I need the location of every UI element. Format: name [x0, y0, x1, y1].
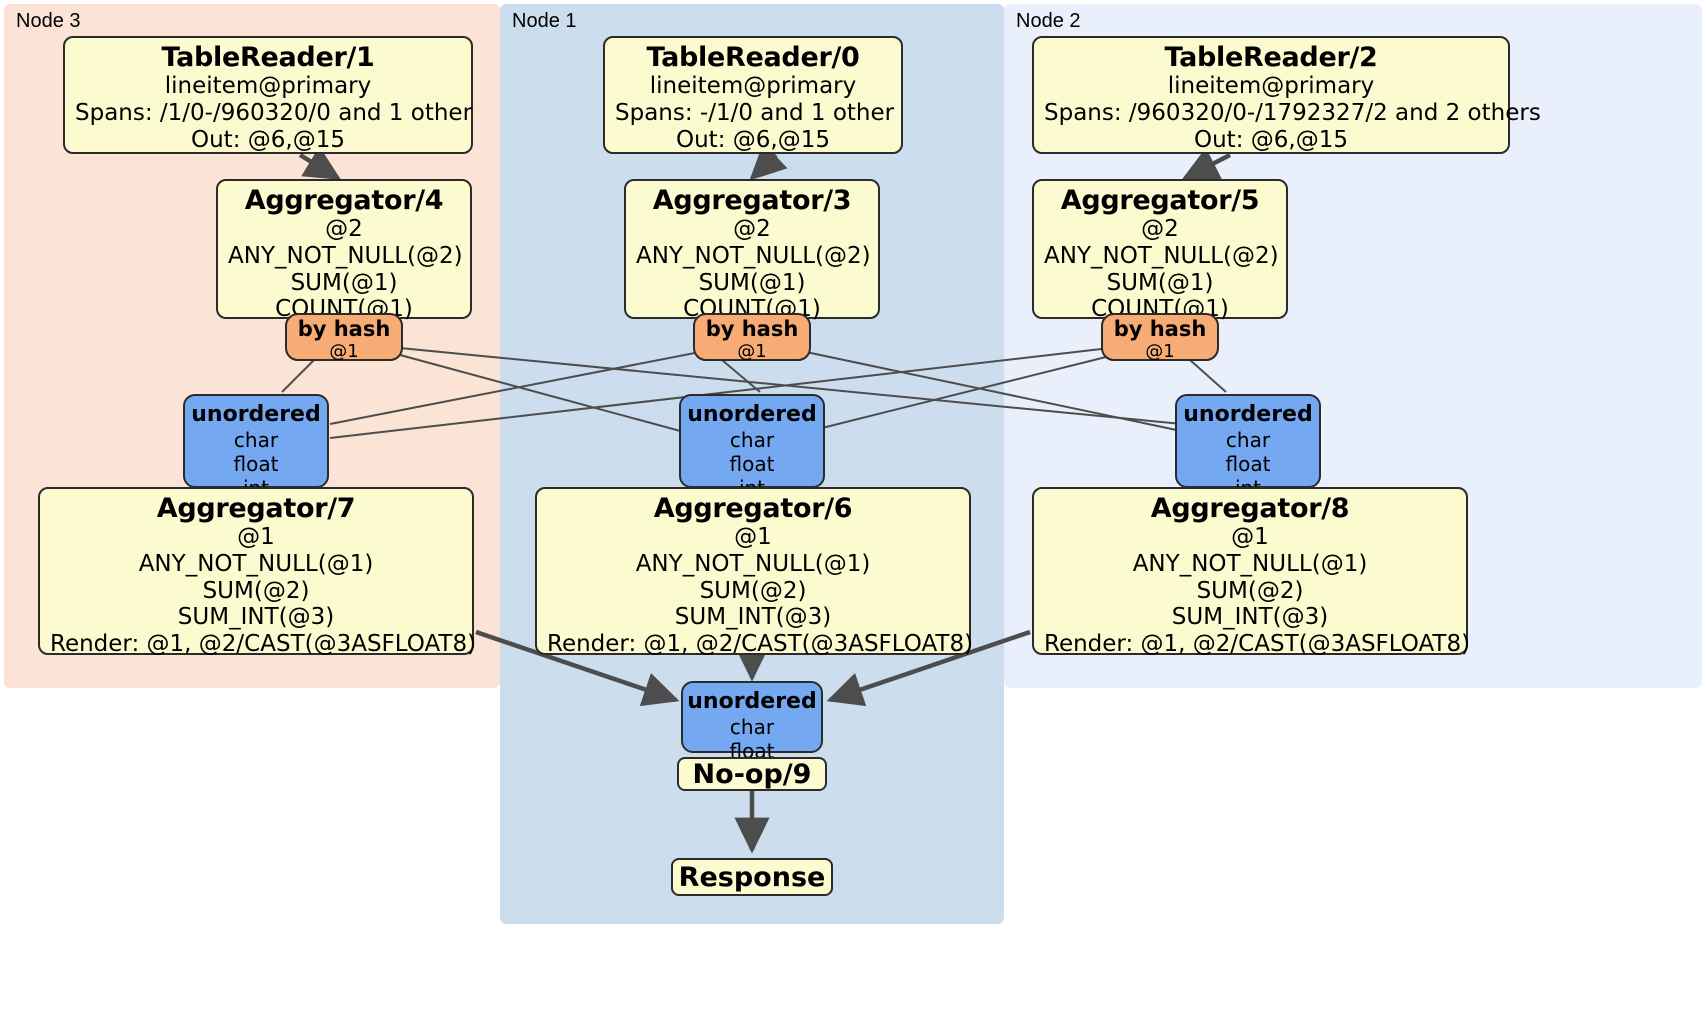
router-column: @1 — [1145, 340, 1175, 362]
processor-line: SUM(@1) — [1106, 269, 1214, 296]
router-title: by hash — [1113, 317, 1207, 341]
panel-node-2-label: Node 2 — [1016, 10, 1081, 32]
processor-line: ANY_NOT_NULL(@2) — [636, 242, 871, 269]
router-title: by hash — [705, 317, 799, 341]
synchronizer-type: char — [729, 715, 775, 740]
processor-line: lineitem@primary — [1167, 73, 1375, 100]
processor-aggregator-5[interactable]: Aggregator/5 @2 ANY_NOT_NULL(@2) SUM(@1)… — [1032, 179, 1288, 322]
processor-response[interactable]: Response — [671, 858, 833, 896]
synchronizer-unordered-middle[interactable]: unordered char float int — [679, 394, 825, 500]
processor-render-line: Render: @1, @2/CAST(@3ASFLOAT8) — [1044, 631, 1471, 657]
processor-line: @2 — [1141, 216, 1179, 243]
processor-aggregator-6[interactable]: Aggregator/6 @1 ANY_NOT_NULL(@1) SUM(@2)… — [535, 487, 974, 657]
synchronizer-unordered-left[interactable]: unordered char float int — [183, 394, 329, 500]
processor-line: ANY_NOT_NULL(@2) — [1044, 242, 1279, 269]
synchronizer-unordered-final[interactable]: unordered char float — [681, 681, 823, 763]
processor-title: TableReader/2 — [1164, 42, 1378, 73]
synchronizer-title: unordered — [687, 689, 817, 714]
processor-title: Aggregator/3 — [652, 185, 852, 216]
processor-line: @2 — [325, 216, 363, 243]
synchronizer-unordered-right[interactable]: unordered char float int — [1175, 394, 1321, 500]
synchronizer-type: float — [729, 452, 775, 477]
processor-title: TableReader/0 — [646, 42, 860, 73]
processor-aggregator-4[interactable]: Aggregator/4 @2 ANY_NOT_NULL(@2) SUM(@1)… — [216, 179, 472, 322]
processor-noop-9[interactable]: No-op/9 — [677, 757, 827, 791]
router-title: by hash — [297, 317, 391, 341]
processor-title: TableReader/1 — [161, 42, 375, 73]
processor-line: @1 — [734, 524, 772, 551]
router-by-hash-middle[interactable]: by hash @1 — [693, 313, 811, 361]
synchronizer-type: float — [233, 452, 279, 477]
synchronizer-title: unordered — [191, 402, 321, 427]
router-column: @1 — [329, 340, 359, 362]
processor-title: Response — [678, 861, 826, 893]
processor-line: Out: @6,@15 — [676, 126, 830, 153]
processor-title: Aggregator/8 — [1150, 493, 1350, 524]
processor-render-line: Render: @1, @2/CAST(@3ASFLOAT8) — [547, 631, 974, 657]
processor-title: Aggregator/5 — [1060, 185, 1260, 216]
processor-table-reader-0[interactable]: TableReader/0 lineitem@primary Spans: -/… — [603, 36, 903, 154]
processor-line: Out: @6,@15 — [1194, 126, 1348, 153]
processor-aggregator-8[interactable]: Aggregator/8 @1 ANY_NOT_NULL(@1) SUM(@2)… — [1032, 487, 1471, 657]
synchronizer-type: char — [233, 428, 279, 453]
synchronizer-title: unordered — [687, 402, 817, 427]
processor-title: No-op/9 — [692, 758, 812, 790]
processor-title: Aggregator/6 — [653, 493, 853, 524]
processor-line: SUM(@2) — [202, 577, 310, 604]
processor-line: lineitem@primary — [649, 73, 857, 100]
processor-line: @1 — [1231, 524, 1269, 551]
synchronizer-type: char — [1225, 428, 1271, 453]
panel-node-3-label: Node 3 — [16, 10, 81, 32]
processor-line: SUM_INT(@3) — [674, 604, 832, 631]
processor-table-reader-1[interactable]: TableReader/1 lineitem@primary Spans: /1… — [63, 36, 473, 154]
processor-title: Aggregator/4 — [244, 185, 444, 216]
processor-line: SUM(@1) — [290, 269, 398, 296]
processor-table-reader-2[interactable]: TableReader/2 lineitem@primary Spans: /9… — [1032, 36, 1541, 154]
processor-render-line: Render: @1, @2/CAST(@3ASFLOAT8) — [50, 631, 477, 657]
router-by-hash-right[interactable]: by hash @1 — [1101, 313, 1219, 361]
processor-aggregator-7[interactable]: Aggregator/7 @1 ANY_NOT_NULL(@1) SUM(@2)… — [38, 487, 477, 657]
processor-title: Aggregator/7 — [156, 493, 356, 524]
processor-aggregator-3[interactable]: Aggregator/3 @2 ANY_NOT_NULL(@2) SUM(@1)… — [624, 179, 880, 322]
processor-line: SUM(@2) — [699, 577, 807, 604]
processor-line: ANY_NOT_NULL(@1) — [138, 550, 374, 577]
processor-line: Spans: -/1/0 and 1 other — [615, 99, 895, 126]
synchronizer-type: float — [1225, 452, 1271, 477]
processor-line: Spans: /960320/0-/1792327/2 and 2 others — [1044, 99, 1541, 126]
processor-line: @2 — [733, 216, 771, 243]
router-by-hash-left[interactable]: by hash @1 — [285, 313, 403, 361]
synchronizer-title: unordered — [1183, 402, 1313, 427]
processor-line: SUM(@1) — [698, 269, 806, 296]
processor-line: @1 — [237, 524, 275, 551]
processor-line: SUM(@2) — [1196, 577, 1304, 604]
processor-line: SUM_INT(@3) — [1171, 604, 1329, 631]
processor-line: Out: @6,@15 — [191, 126, 345, 153]
processor-line: Spans: /1/0-/960320/0 and 1 other — [75, 99, 473, 126]
processor-line: ANY_NOT_NULL(@1) — [635, 550, 871, 577]
processor-line: lineitem@primary — [164, 73, 372, 100]
synchronizer-type: char — [729, 428, 775, 453]
router-column: @1 — [737, 340, 767, 362]
processor-line: SUM_INT(@3) — [177, 604, 335, 631]
panel-node-1-label: Node 1 — [512, 10, 577, 32]
processor-line: ANY_NOT_NULL(@2) — [228, 242, 463, 269]
processor-line: ANY_NOT_NULL(@1) — [1132, 550, 1368, 577]
